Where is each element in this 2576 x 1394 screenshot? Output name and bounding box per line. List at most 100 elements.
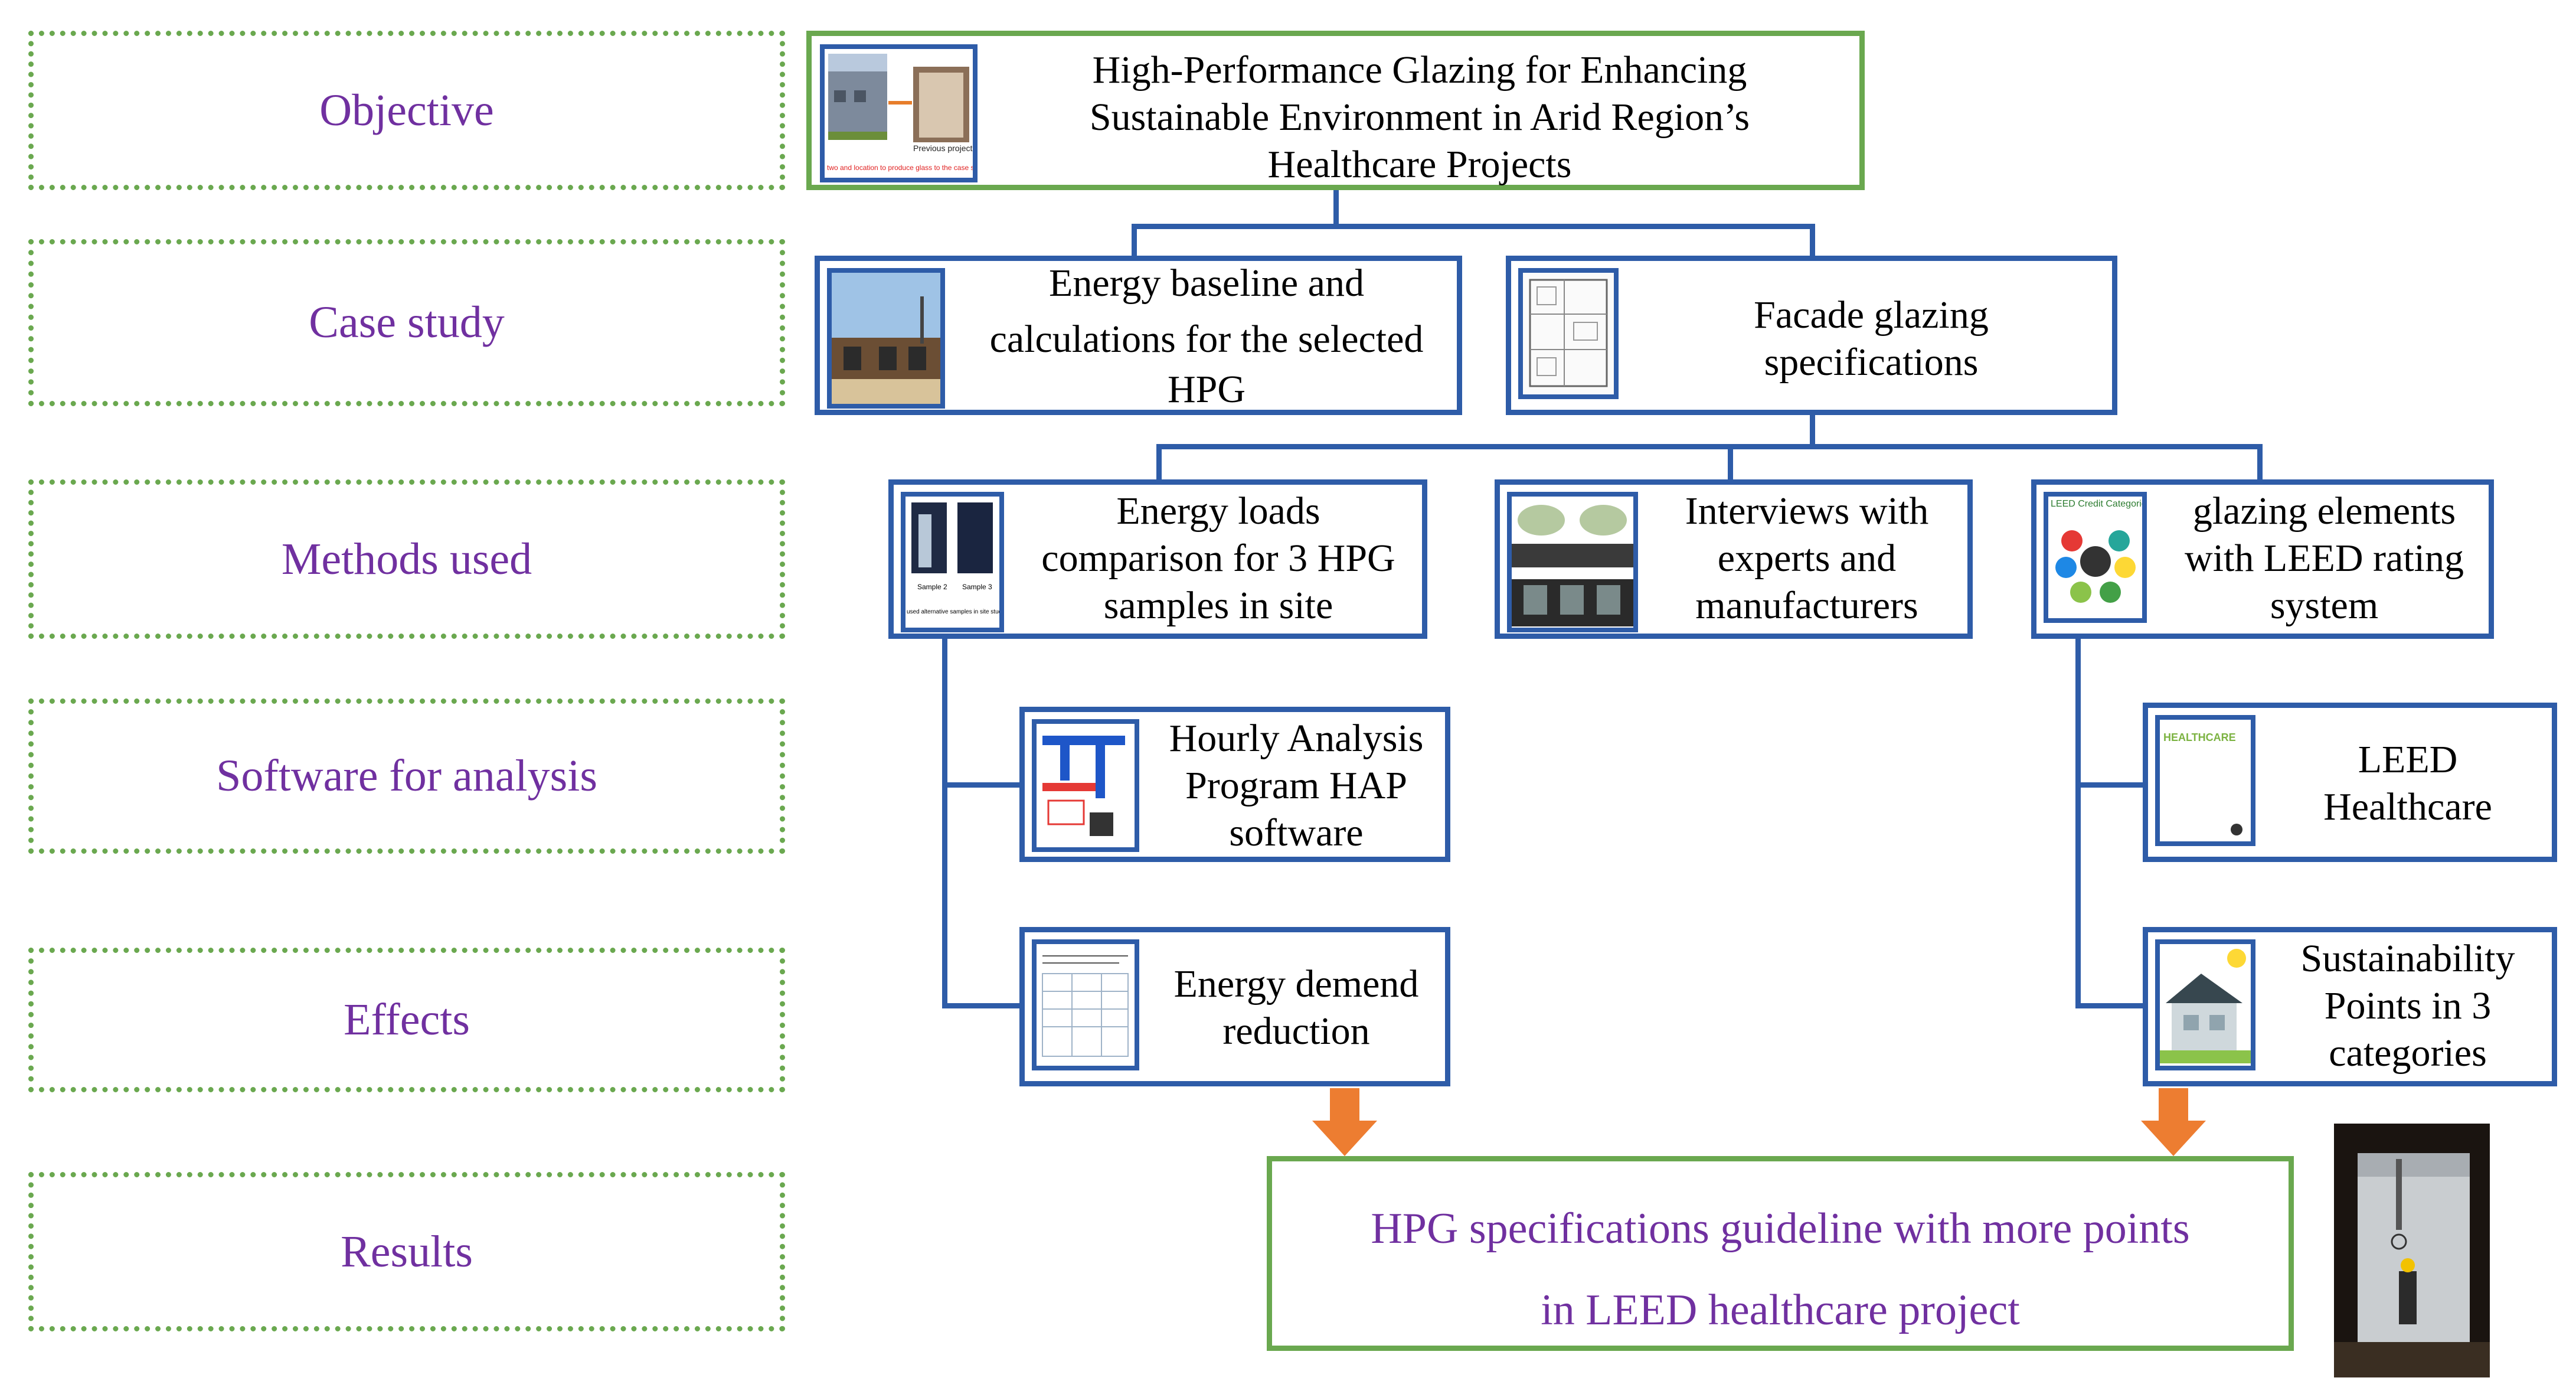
energy-loads-thumbnail: Sample 2 Sample 3 used alternative sampl… xyxy=(901,492,1004,632)
label-case-study: Case study xyxy=(28,239,785,406)
label-effects-text: Effects xyxy=(344,995,470,1044)
energy-baseline-line: Energy baseline and xyxy=(1049,262,1364,305)
connector xyxy=(942,638,947,1008)
results-box: HPG specifications guideline with more p… xyxy=(1267,1156,2294,1351)
energy-demand-box: Energy demend reduction xyxy=(1019,927,1450,1086)
leed-categories-icon xyxy=(2055,530,2136,603)
label-results: Results xyxy=(28,1172,785,1331)
results-line: HPG specifications guideline with more p… xyxy=(1371,1204,2190,1253)
hap-software-line: software xyxy=(1229,811,1364,854)
table-document-icon xyxy=(1042,955,1129,1057)
leed-rating-line: system xyxy=(2270,584,2379,627)
results-text: HPG specifications guideline with more p… xyxy=(1272,1188,2289,1351)
interviews-text: Interviews with experts and manufacturer… xyxy=(1642,488,1972,629)
sustainability-line: Points in 3 xyxy=(2324,984,2492,1027)
energy-loads-line: comparison for 3 HPG xyxy=(1041,537,1395,580)
connector xyxy=(942,1003,1025,1008)
facade-glazing-box: Facade glazing specifications xyxy=(1506,256,2117,415)
objective-box: Previous project two and location to pro… xyxy=(806,31,1865,190)
hap-software-line: Program HAP xyxy=(1185,764,1407,807)
interviews-thumbnail xyxy=(1507,492,1638,632)
sustainability-line: Sustainability xyxy=(2300,937,2515,980)
connector xyxy=(2075,782,2146,788)
facade-glazing-text: Facade glazing specifications xyxy=(1629,292,2113,386)
facade-glazing-thumbnail xyxy=(1518,268,1619,399)
interviews-line: Interviews with xyxy=(1685,489,1929,533)
objective-title: High-Performance Glazing for Enhancing S… xyxy=(983,47,1856,188)
energy-loads-box: Sample 2 Sample 3 used alternative sampl… xyxy=(888,479,1427,639)
loads-thumb-caption-1: Sample 2 xyxy=(917,583,947,591)
interviews-line: experts and xyxy=(1717,537,1897,580)
solar-house-icon xyxy=(2160,949,2251,1063)
hap-software-thumbnail xyxy=(1032,719,1139,852)
down-arrow-icon xyxy=(2141,1088,2206,1156)
leed-healthcare-box: HEALTHCARE LEED Healthcare xyxy=(2143,703,2557,862)
energy-baseline-line: calculations for the selected xyxy=(989,318,1424,361)
leed-rating-thumbnail: LEED Credit Categorie xyxy=(2044,492,2147,623)
hvac-ducts-icon xyxy=(1042,736,1125,836)
objective-title-line: Sustainable Environment in Arid Region’s xyxy=(1089,96,1750,139)
objective-thumb-red-text: two and location to produce glass to the… xyxy=(827,164,978,172)
window-worker-photo xyxy=(2334,1124,2490,1377)
energy-loads-line: samples in site xyxy=(1103,584,1333,627)
connector xyxy=(1810,414,1815,447)
glazing-samples-icon xyxy=(911,502,993,573)
leed-healthcare-line: LEED xyxy=(2358,738,2458,781)
label-objective-text: Objective xyxy=(319,85,494,135)
loads-thumb-caption-2: Sample 3 xyxy=(962,583,992,591)
connector xyxy=(2075,1003,2146,1008)
connector xyxy=(942,782,1025,788)
objective-thumb-caption: Previous project xyxy=(913,143,973,153)
label-objective: Objective xyxy=(28,31,785,190)
label-software: Software for analysis xyxy=(28,698,785,854)
energy-loads-text: Energy loads comparison for 3 HPG sample… xyxy=(1012,488,1425,629)
leed-rating-text: glazing elements with LEED rating system xyxy=(2155,488,2494,629)
objective-thumbnail: Previous project two and location to pro… xyxy=(820,44,978,182)
leed-rating-line: with LEED rating xyxy=(2185,537,2464,580)
hospital-building-icon xyxy=(832,273,940,404)
leed-healthcare-thumbnail: HEALTHCARE xyxy=(2155,715,2255,846)
energy-demand-line: Energy demend xyxy=(1173,962,1419,1005)
sustainability-text: Sustainability Points in 3 categories xyxy=(2260,935,2555,1077)
results-line: in LEED healthcare project xyxy=(1541,1286,2020,1334)
loads-thumb-bottom: used alternative samples in site study s… xyxy=(907,609,1004,615)
energy-baseline-text: Energy baseline and calculations for the… xyxy=(953,260,1460,411)
connector xyxy=(1728,444,1733,481)
energy-baseline-thumbnail xyxy=(827,268,945,409)
leed-book-icon xyxy=(2231,824,2242,835)
leed-healthcare-text: LEED Healthcare xyxy=(2260,736,2555,831)
hap-software-line: Hourly Analysis xyxy=(1169,717,1424,760)
energy-demand-text: Energy demend reduction xyxy=(1143,961,1450,1055)
facade-glazing-line: specifications xyxy=(1764,341,1979,384)
sustainability-points-box: Sustainability Points in 3 categories xyxy=(2143,927,2557,1086)
facade-glazing-line: Facade glazing xyxy=(1754,293,1989,337)
label-software-text: Software for analysis xyxy=(216,751,597,801)
hap-software-box: Hourly Analysis Program HAP software xyxy=(1019,707,1450,862)
connector xyxy=(1132,224,1137,257)
meeting-icon xyxy=(1512,505,1633,626)
label-methods-used: Methods used xyxy=(28,479,785,639)
energy-baseline-line: HPG xyxy=(1167,368,1246,411)
sustainability-line: categories xyxy=(2329,1031,2487,1075)
connector xyxy=(2257,444,2263,481)
energy-loads-line: Energy loads xyxy=(1116,489,1320,533)
sustainability-thumbnail xyxy=(2155,939,2255,1070)
leed-hc-thumb-title: HEALTHCARE xyxy=(2163,732,2236,743)
label-effects: Effects xyxy=(28,948,785,1092)
connector xyxy=(1132,224,1815,229)
floor-plan-icon xyxy=(1529,279,1608,387)
leed-rating-box: LEED Credit Categorie glazing elements w… xyxy=(2031,479,2494,639)
energy-demand-thumbnail xyxy=(1032,939,1139,1070)
objective-title-line: High-Performance Glazing for Enhancing xyxy=(1092,48,1747,92)
connector xyxy=(1810,224,1815,257)
interviews-line: manufacturers xyxy=(1695,584,1918,627)
label-case-study-text: Case study xyxy=(309,298,505,347)
building-photo-icon xyxy=(828,54,969,142)
hap-software-text: Hourly Analysis Program HAP software xyxy=(1143,715,1450,857)
label-methods-text: Methods used xyxy=(281,534,532,584)
connector xyxy=(1333,190,1339,227)
leed-rating-line: glazing elements xyxy=(2192,489,2456,533)
connector xyxy=(2075,638,2081,1008)
interviews-box: Interviews with experts and manufacturer… xyxy=(1495,479,1973,639)
energy-demand-line: reduction xyxy=(1222,1010,1370,1053)
